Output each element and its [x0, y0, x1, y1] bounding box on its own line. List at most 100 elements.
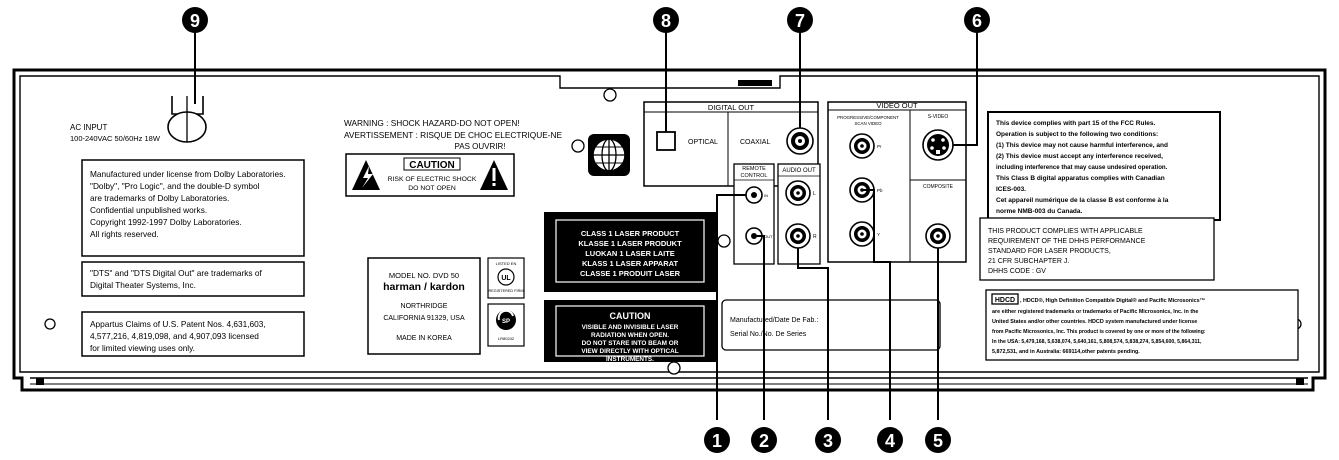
- laser-caution-line: VISIBLE AND INVISIBLE LASER: [582, 324, 679, 331]
- csa-mark: SP LR80242: [487, 303, 525, 347]
- caution-line: RISK OF ELECTRIC SHOCK: [388, 176, 477, 183]
- remote-in-label: IN: [764, 193, 768, 198]
- laser-caution-line: VIEW DIRECTLY WITH OPTICAL: [581, 348, 678, 355]
- pr-label: Pr: [877, 144, 882, 149]
- audio-out-title: AUDIO OUT: [782, 168, 816, 174]
- dhhs-notice-line: 21 CFR SUBCHAPTER J.: [988, 258, 1069, 265]
- dolby-notice-line: Manufactured under license from Dolby La…: [90, 169, 286, 179]
- callout-7: 7: [787, 7, 813, 33]
- patent-notice-line: for limited viewing uses only.: [90, 343, 195, 353]
- dhhs-notice-line: REQUIREMENT OF THE DHHS PERFORMANCE: [988, 238, 1146, 245]
- hdcd-notice-line: In the USA: 5,479,168, 5,638,074, 5,640,…: [992, 339, 1202, 345]
- dolby-notice-line: All rights reserved.: [90, 229, 159, 239]
- laser-class-line: LUOKAN 1 LASER LAITE: [585, 249, 675, 258]
- composite-label: COMPOSITE: [923, 184, 954, 190]
- laser-caution-line: INSTRUMENTS.: [606, 356, 654, 363]
- screw-hole: [603, 88, 617, 102]
- laser-class-line: CLASS 1 LASER PRODUCT: [581, 229, 680, 238]
- callout-number: 5: [933, 431, 943, 451]
- caution-shock-label: CAUTION RISK OF ELECTRIC SHOCK DO NOT OP…: [345, 153, 515, 197]
- dolby-notice-line: Copyright 1992-1997 Dolby Laboratories.: [90, 217, 242, 227]
- hdcd-notice-label: HDCD , HDCD®, High Definition Compatible…: [985, 289, 1299, 361]
- svideo-label: S-VIDEO: [928, 114, 949, 120]
- dhhs-notice-line: STANDARD FOR LASER PRODUCTS,: [988, 248, 1111, 255]
- callout-number: 3: [823, 431, 833, 451]
- laser-caution-line: RADIATION WHEN OPEN.: [591, 332, 669, 339]
- optical-label: OPTICAL: [688, 139, 718, 146]
- hdcd-notice-line: from Pacific Microsonics, Inc. This prod…: [992, 329, 1206, 335]
- model-origin: MADE IN KOREA: [396, 335, 452, 342]
- laser-caution-line: DO NOT STARE INTO BEAM OR: [582, 340, 679, 347]
- model-city: NORTHRIDGE: [401, 303, 448, 310]
- ul-mark-bottom: REGISTERED FIRM: [488, 289, 523, 293]
- ul-mark-top: LISTED EN: [496, 261, 517, 266]
- callout-4: 4: [877, 427, 903, 453]
- fcc-notice-line: norme NMB-003 du Canada.: [996, 208, 1083, 215]
- callout-number: 2: [759, 431, 769, 451]
- dts-notice-line: Digital Theater Systems, Inc.: [90, 280, 196, 290]
- model-label: MODEL NO. DVD 50 harman / kardon NORTHRI…: [367, 257, 481, 355]
- callout-9: 9: [182, 7, 208, 33]
- remote-out-label: OUT: [764, 234, 773, 239]
- dolby-notice-line: Confidential unpublished works.: [90, 205, 207, 215]
- laser-caution-title: CAUTION: [610, 311, 651, 321]
- video-out-title: VIDEO OUT: [876, 101, 918, 110]
- dolby-notice-line: "Dolby", "Pro Logic", and the double-D s…: [90, 181, 260, 191]
- callout-number: 6: [972, 11, 982, 31]
- fcc-notice-line: (1) This device may not cause harmful in…: [996, 142, 1168, 149]
- audio-left-label: L: [813, 191, 816, 197]
- svg-text:SP: SP: [502, 319, 510, 325]
- hdcd-notice-line: United States and/or other countries. HD…: [992, 319, 1197, 325]
- warning-line: WARNING : SHOCK HAZARD-DO NOT OPEN!: [344, 118, 520, 128]
- serial-number-line: Serial No./No. De Series: [730, 331, 807, 338]
- hdcd-notice-line: 5,872,531, and in Australia: 669114,othe…: [992, 349, 1140, 355]
- laser-class-line: KLASSE 1 LASER PRODUKT: [578, 239, 682, 248]
- laser-caution-label: CAUTION VISIBLE AND INVISIBLE LASER RADI…: [544, 300, 716, 363]
- remote-title: REMOTE: [742, 166, 766, 172]
- audio-left-jack[interactable]: [785, 180, 811, 206]
- callout-leader-lines: [194, 32, 978, 420]
- dts-notice-line: "DTS" and "DTS Digital Out" are trademar…: [90, 268, 262, 278]
- ul-logo-icon: [497, 268, 515, 286]
- remote-title: CONTROL: [741, 173, 768, 179]
- hdcd-notice-line: are either registered trademarks or trad…: [992, 309, 1198, 315]
- coaxial-jack[interactable]: [786, 127, 814, 155]
- dolby-notice-label: Manufactured under license from Dolby La…: [81, 159, 305, 257]
- callout-6: 6: [964, 7, 990, 33]
- fcc-notice-line: ICES-003.: [996, 186, 1026, 193]
- audio-out-panel: AUDIO OUT L R: [777, 163, 821, 265]
- callout-number: 1: [712, 431, 722, 451]
- callout-number: 7: [795, 11, 805, 31]
- component-y-jack[interactable]: [849, 221, 875, 247]
- callout-number: 4: [885, 431, 895, 451]
- component-title: PROGRESSIVE/COMPONENT: [837, 115, 899, 120]
- dolby-notice-line: are trademarks of Dolby Laboratories.: [90, 193, 229, 203]
- hdcd-notice-line: , HDCD®, High Definition Compatible Digi…: [1020, 297, 1205, 304]
- laser-class-line: CLASSE 1 PRODUIT LASER: [580, 269, 681, 278]
- audio-right-jack[interactable]: [785, 223, 811, 249]
- component-pr-jack[interactable]: [849, 133, 875, 159]
- fcc-notice-line: including interference that may cause un…: [996, 164, 1168, 171]
- patent-notice-line: Appartus Claims of U.S. Patent Nos. 4,63…: [90, 319, 266, 329]
- svideo-jack[interactable]: [922, 129, 954, 161]
- ac-input-spec: 100-240VAC 50/60Hz 18W: [70, 134, 161, 143]
- callout-number: 8: [661, 11, 671, 31]
- remote-in-jack[interactable]: [745, 186, 763, 204]
- svg-text:UL: UL: [501, 275, 511, 282]
- screw-hole: [667, 361, 681, 375]
- pb-label: Pb: [877, 188, 883, 193]
- fcc-notice-line: This Class B digital apparatus complies …: [996, 175, 1165, 182]
- optical-jack[interactable]: [656, 131, 676, 151]
- manufacture-date-label: Manufactured/Date De Fab.: Serial No./No…: [721, 299, 941, 351]
- fcc-notice-line: Operation is subject to the following tw…: [996, 131, 1158, 138]
- composite-video-jack[interactable]: [925, 223, 951, 249]
- callout-2: 2: [751, 427, 777, 453]
- callout-3: 3: [815, 427, 841, 453]
- dts-notice-label: "DTS" and "DTS Digital Out" are trademar…: [81, 261, 305, 297]
- csa-logo-icon: [496, 310, 516, 330]
- laser-class-line: KLASS 1 LASER APPARAT: [582, 259, 679, 268]
- patent-notice-label: Appartus Claims of U.S. Patent Nos. 4,63…: [81, 311, 305, 357]
- ac-input-socket: AC INPUT 100-240VAC 50/60Hz 18W: [70, 96, 207, 143]
- remote-control-panel: REMOTE CONTROL IN OUT: [733, 163, 775, 265]
